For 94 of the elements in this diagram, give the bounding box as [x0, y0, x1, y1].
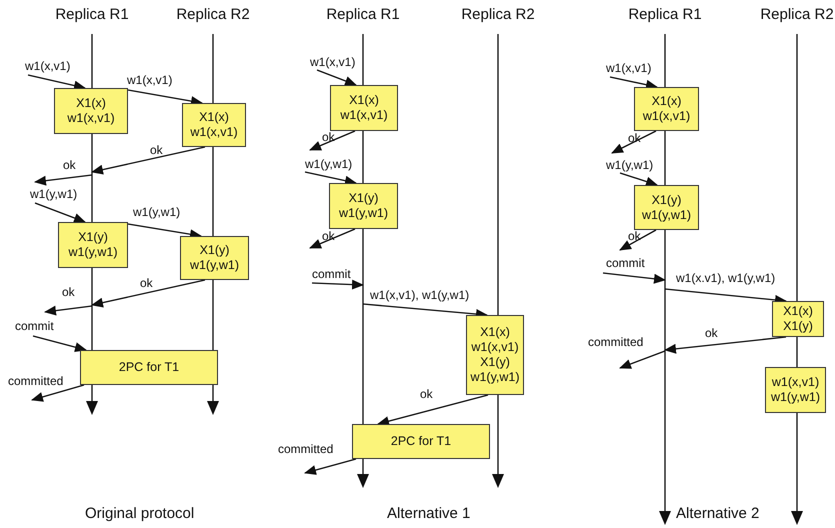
edge-label: w1(x,v1) — [606, 61, 652, 75]
box-text: X1(y) — [480, 355, 510, 370]
edge-label: ok — [150, 143, 163, 157]
edge-label: w1(y,w1) — [305, 157, 352, 171]
process-box — [466, 315, 524, 395]
panel-caption: Alternative 1 — [387, 505, 470, 522]
edge-label: committed — [8, 374, 64, 388]
edge-label: commit — [312, 267, 351, 281]
participant-label: Replica R1 — [55, 6, 129, 24]
edge-label: committed — [588, 335, 644, 349]
arrow — [602, 272, 666, 284]
process-box — [180, 236, 249, 280]
edge-label: w1(x,v1) — [127, 73, 172, 87]
edge-label: w1(y,w1) — [133, 205, 180, 219]
box-text: X1(x) — [199, 110, 229, 125]
box-text: X1(x) — [349, 93, 379, 108]
arrow — [34, 174, 92, 186]
participant-label: Replica R1 — [628, 6, 702, 24]
edge-label: ok — [628, 229, 641, 243]
arrow — [312, 280, 364, 290]
box-text: X1(y) — [783, 319, 813, 334]
arrow — [91, 279, 206, 308]
process-box — [182, 103, 246, 147]
edge-label: ok — [705, 326, 718, 340]
edge-label: commit — [606, 256, 645, 270]
edge-label: ok — [62, 285, 75, 299]
arrow — [304, 171, 357, 186]
participant-label: Replica R2 — [176, 6, 250, 24]
box-text: X1(y) — [348, 191, 378, 206]
process-box — [634, 87, 699, 131]
arrow — [664, 336, 786, 354]
box-text: X1(x) — [652, 94, 682, 109]
edge-label: commit — [15, 319, 54, 333]
process-box — [54, 88, 128, 134]
arrow — [91, 146, 206, 174]
arrow — [309, 228, 356, 249]
edge-label: ok — [420, 387, 433, 401]
arrow — [32, 335, 87, 352]
process-box — [765, 367, 826, 413]
arrow — [309, 130, 356, 151]
box-text: w1(x,v1) — [471, 340, 519, 355]
box-text: 2PC for T1 — [118, 360, 180, 375]
edge-label: ok — [63, 158, 76, 172]
process-box — [330, 85, 398, 131]
arrow — [28, 74, 86, 90]
edge-label: w1(y,w1) — [606, 158, 654, 172]
box-text: X1(x) — [76, 96, 106, 111]
edge-label: w1(x,v1) — [310, 55, 356, 69]
box-text: w1(x,v1) — [67, 111, 115, 126]
box-text: X1(x) — [480, 325, 510, 340]
box-text: X1(x) — [783, 304, 813, 319]
box-text: w1(x,v1) — [772, 375, 820, 390]
box-text: w1(x,v1) — [190, 125, 238, 140]
participant-label: Replica R1 — [326, 6, 400, 24]
edge-label: committed — [278, 442, 334, 456]
box-text: w1(x,v1) — [340, 108, 388, 123]
arrow — [610, 76, 658, 90]
box-text: w1(y,w1) — [68, 245, 118, 260]
box-text: X1(y) — [200, 243, 230, 258]
edge-label: w1(x,v1) — [25, 59, 70, 73]
panel-caption: Alternative 2 — [676, 505, 760, 522]
arrow — [619, 229, 656, 251]
process-box — [352, 424, 490, 459]
box-text: 2PC for T1 — [390, 434, 452, 449]
box-text: w1(y,w1) — [470, 370, 520, 385]
participant-label: Replica R2 — [461, 6, 535, 24]
arrow — [31, 384, 84, 402]
edge-label: w1(x.v1), w1(y,w1) — [676, 271, 776, 285]
arrow — [316, 69, 357, 86]
box-text: w1(x,v1) — [642, 109, 690, 124]
arrow — [620, 172, 658, 186]
participant-label: Replica R2 — [760, 6, 834, 24]
process-box — [58, 222, 128, 268]
arrow — [34, 202, 86, 223]
edge-label: w1(y,w1) — [30, 187, 78, 201]
edge-label: w1(x,v1), w1(y,w1) — [370, 288, 470, 302]
arrow — [44, 305, 92, 316]
edge-label: ok — [322, 130, 335, 144]
edge-label: ok — [140, 276, 153, 290]
arrow — [619, 350, 666, 369]
arrow — [304, 458, 356, 475]
arrow — [377, 394, 488, 426]
box-text: X1(y) — [652, 192, 682, 208]
process-box — [329, 183, 398, 229]
box-text: w1(y,w1) — [190, 258, 240, 273]
arrow — [611, 130, 656, 154]
process-box — [634, 185, 699, 230]
process-box — [772, 301, 824, 337]
box-text: X1(y) — [78, 230, 108, 245]
panel-caption: Original protocol — [85, 505, 194, 522]
box-text: w1(y,w1) — [642, 208, 692, 222]
box-text: w1(y,w1) — [338, 206, 388, 221]
process-box — [80, 350, 218, 385]
box-text: w1(y,w1) — [770, 390, 820, 405]
